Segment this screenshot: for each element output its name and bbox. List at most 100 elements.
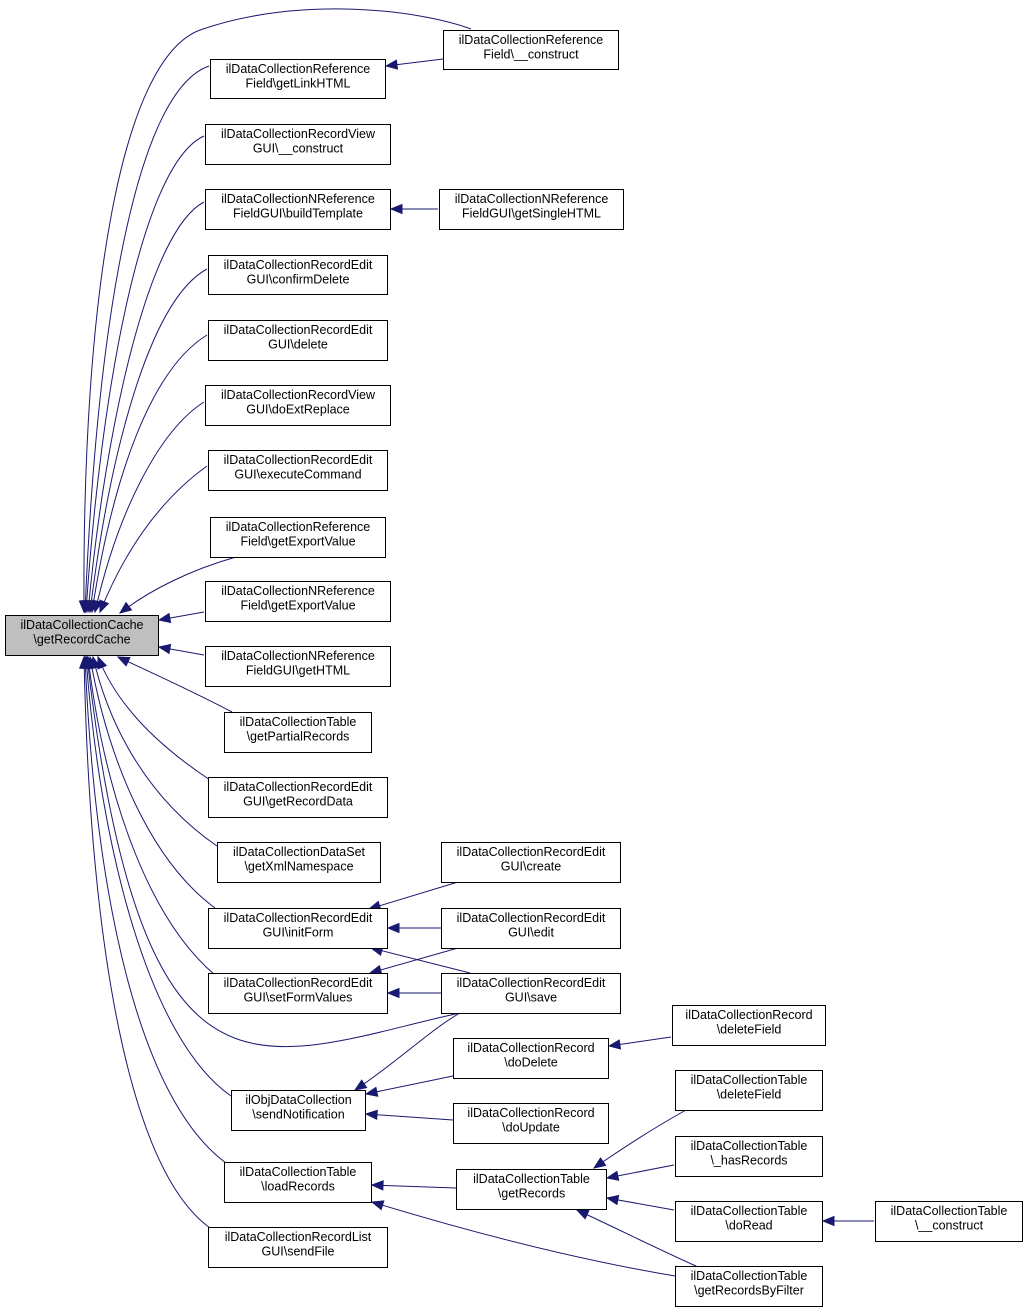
node-label-line: ilObjDataCollection [245,1093,351,1107]
node-box[interactable] [208,908,388,949]
node-objSend[interactable]: ilObjDataCollection\sendNotification [231,1090,366,1131]
node-box[interactable] [443,30,619,70]
edge-line [94,401,205,613]
arrow-head-icon [157,612,172,624]
node-label-line: ilDataCollectionRecord [685,1008,812,1022]
arrow-head-icon [821,1215,835,1227]
node-box[interactable] [224,1162,372,1203]
node-tableHasRecords[interactable]: ilDataCollectionTable\_hasRecords [675,1136,823,1177]
node-box[interactable] [675,1070,823,1111]
edge-recDoDelete-to-objSend [364,1075,454,1097]
node-box[interactable] [205,646,391,687]
node-editSetForm[interactable]: ilDataCollectionRecordEditGUI\setFormVal… [208,973,388,1014]
node-viewConstruct[interactable]: ilDataCollectionRecordViewGUI\__construc… [205,124,391,165]
node-label-line: \getRecordsByFilter [694,1284,804,1298]
node-label-line: Field\__construct [483,48,579,62]
node-label-line: FieldGUI\buildTemplate [233,207,363,221]
edge-line [84,65,210,613]
node-box[interactable] [210,517,386,558]
node-box[interactable] [205,385,391,426]
node-label-line: ilDataCollectionRecordEdit [224,258,373,272]
node-box[interactable] [208,777,388,818]
node-recDeleteField[interactable]: ilDataCollectionRecord\deleteField [672,1005,826,1046]
node-refLink[interactable]: ilDataCollectionReferenceField\getLinkHT… [210,59,386,99]
node-box[interactable] [205,581,391,622]
node-label-line: GUI\delete [268,338,328,352]
node-box[interactable] [208,320,388,361]
edge-tableByFilter-to-tableLoad [370,1200,676,1277]
node-box[interactable] [675,1136,823,1177]
node-label-line: ilDataCollectionRecord [467,1106,594,1120]
node-box[interactable] [675,1266,823,1307]
node-box[interactable] [456,1169,607,1210]
edge-tableDoRead-to-tableGetRecords [605,1194,675,1211]
node-tableGetRecords[interactable]: ilDataCollectionTable\getRecords [456,1169,607,1210]
node-box[interactable] [210,59,386,99]
node-tableLoad[interactable]: ilDataCollectionTable\loadRecords [224,1162,372,1203]
node-recDoUpdate[interactable]: ilDataCollectionRecord\doUpdate [453,1103,609,1144]
node-box[interactable] [675,1201,823,1242]
node-label-line: \getPartialRecords [247,730,350,744]
node-label-line: \sendNotification [252,1108,344,1122]
edge-editSave-to-objSend [353,1012,461,1091]
node-box[interactable] [217,842,381,883]
node-label-line: ilDataCollectionRecordList [225,1230,372,1244]
node-label-line: ilDataCollectionTable [240,715,357,729]
node-label-line: ilDataCollectionRecordEdit [224,911,373,925]
node-box[interactable] [208,973,388,1014]
node-cache[interactable]: ilDataCollectionCache\getRecordCache [5,615,159,656]
node-box[interactable] [231,1090,366,1131]
arrow-head-icon [384,59,399,70]
node-editConfirm[interactable]: ilDataCollectionRecordEditGUI\confirmDel… [208,255,388,295]
node-nrefSingle[interactable]: ilDataCollectionNReferenceFieldGUI\getSi… [439,189,624,230]
node-label-line: ilDataCollectionRecordView [221,127,376,141]
node-tablePartial[interactable]: ilDataCollectionTable\getPartialRecords [224,712,372,753]
edge-line [97,656,211,781]
node-box[interactable] [5,615,159,656]
node-box[interactable] [205,124,391,165]
node-refExport[interactable]: ilDataCollectionReferenceField\getExport… [210,517,386,558]
edge-line [365,1113,454,1121]
node-box[interactable] [208,255,388,295]
node-box[interactable] [208,450,388,491]
edge-line [368,881,459,910]
node-box[interactable] [224,712,372,753]
node-editExec[interactable]: ilDataCollectionRecordEditGUI\executeCom… [208,450,388,491]
node-editRecData[interactable]: ilDataCollectionRecordEditGUI\getRecordD… [208,777,388,818]
edge-editRecData-to-cache [97,655,211,781]
node-label-line: GUI\save [505,991,557,1005]
node-nrefExport[interactable]: ilDataCollectionNReferenceField\getExpor… [205,581,391,622]
node-box[interactable] [672,1005,826,1046]
arrow-head-icon [389,203,403,215]
node-box[interactable] [453,1038,609,1079]
node-dataSetXml[interactable]: ilDataCollectionDataSet\getXmlNamespace [217,842,381,883]
node-nrefHtml[interactable]: ilDataCollectionNReferenceFieldGUI\getHT… [205,646,391,687]
node-box[interactable] [208,1227,388,1268]
node-label-line: GUI\initForm [263,926,334,940]
node-box[interactable] [439,189,624,230]
node-label-line: GUI\sendFile [262,1245,335,1259]
node-box[interactable] [205,189,391,230]
node-tableDeleteField[interactable]: ilDataCollectionTable\deleteField [675,1070,823,1111]
node-box[interactable] [441,973,621,1014]
node-viewExt[interactable]: ilDataCollectionRecordViewGUI\doExtRepla… [205,385,391,426]
node-box[interactable] [441,842,621,883]
node-box[interactable] [441,908,621,949]
node-nrefBuild[interactable]: ilDataCollectionNReferenceFieldGUI\build… [205,189,391,230]
node-tableByFilter[interactable]: ilDataCollectionTable\getRecordsByFilter [675,1266,823,1307]
node-tableConstruct[interactable]: ilDataCollectionTable\__construct [875,1201,1023,1242]
node-recDoDelete[interactable]: ilDataCollectionRecord\doDelete [453,1038,609,1079]
node-refConstruct[interactable]: ilDataCollectionReferenceField\__constru… [443,30,619,70]
arrow-head-icon [370,1180,384,1191]
node-box[interactable] [453,1103,609,1144]
node-tableDoRead[interactable]: ilDataCollectionTable\doRead [675,1201,823,1242]
edge-tableConstruct-to-tableDoRead [821,1215,874,1227]
arrow-head-icon [364,1086,379,1097]
node-box[interactable] [875,1201,1023,1242]
